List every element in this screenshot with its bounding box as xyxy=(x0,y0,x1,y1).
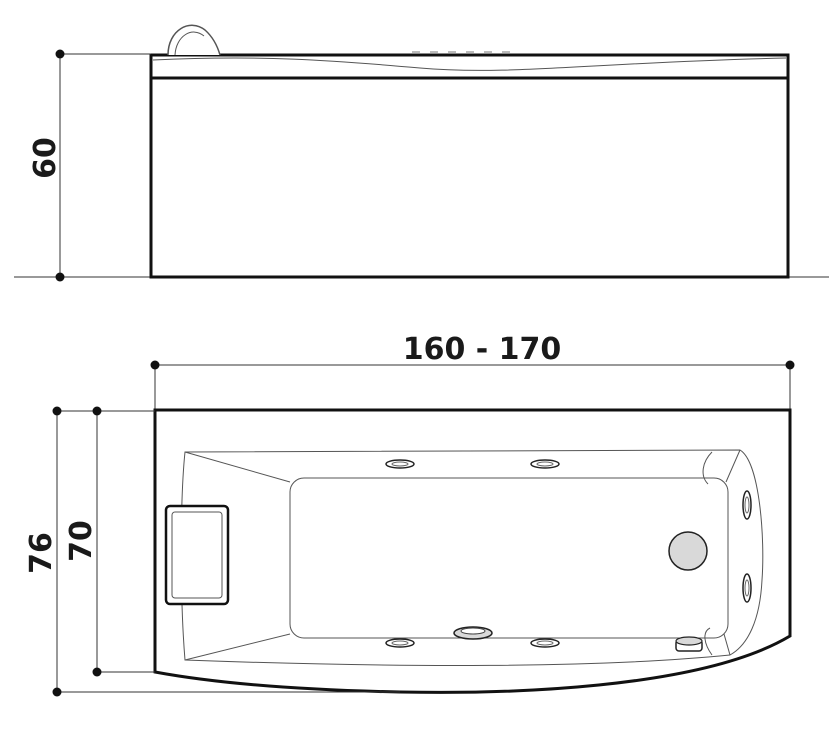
outer-width-dot-bottom xyxy=(52,687,62,697)
headrest-pillow-inner xyxy=(171,511,223,599)
inner-width-dot-top xyxy=(92,406,102,416)
height-dim-dot-bottom xyxy=(55,272,65,282)
headrest-profile xyxy=(167,24,221,56)
headrest-inner xyxy=(174,31,205,56)
jet-end-bottom xyxy=(742,573,752,603)
control-panel xyxy=(453,626,493,640)
outer-width-label: 76 xyxy=(24,532,59,574)
overflow-knob xyxy=(675,636,703,652)
rim-wave-line xyxy=(152,57,787,71)
outer-width-dot-top xyxy=(52,406,62,416)
length-dim-dot-left xyxy=(150,360,160,370)
jets xyxy=(385,459,752,648)
height-dimension-label: 60 xyxy=(28,137,63,179)
jet-bottom-left xyxy=(385,638,415,648)
drain xyxy=(668,531,708,571)
height-dim-dot-top xyxy=(55,49,65,59)
inner-width-dot-bottom xyxy=(92,667,102,677)
inner-width-label: 70 xyxy=(64,520,99,562)
top-view: 160 - 170 xyxy=(24,332,795,697)
tub-outline xyxy=(153,408,792,694)
length-dimension-label: 160 - 170 xyxy=(403,332,562,367)
side-view: 60 xyxy=(14,24,829,282)
shell-corner-lines xyxy=(184,449,741,661)
jet-inner-marks xyxy=(391,461,750,646)
tub-basin xyxy=(289,477,729,639)
jet-top-right xyxy=(530,459,560,469)
jet-bottom-right xyxy=(530,638,560,648)
headrest-pillow xyxy=(164,504,230,606)
jet-top-left xyxy=(385,459,415,469)
jet-end-top xyxy=(742,490,752,520)
tub-body xyxy=(149,76,790,279)
length-dim-dot-right xyxy=(785,360,795,370)
